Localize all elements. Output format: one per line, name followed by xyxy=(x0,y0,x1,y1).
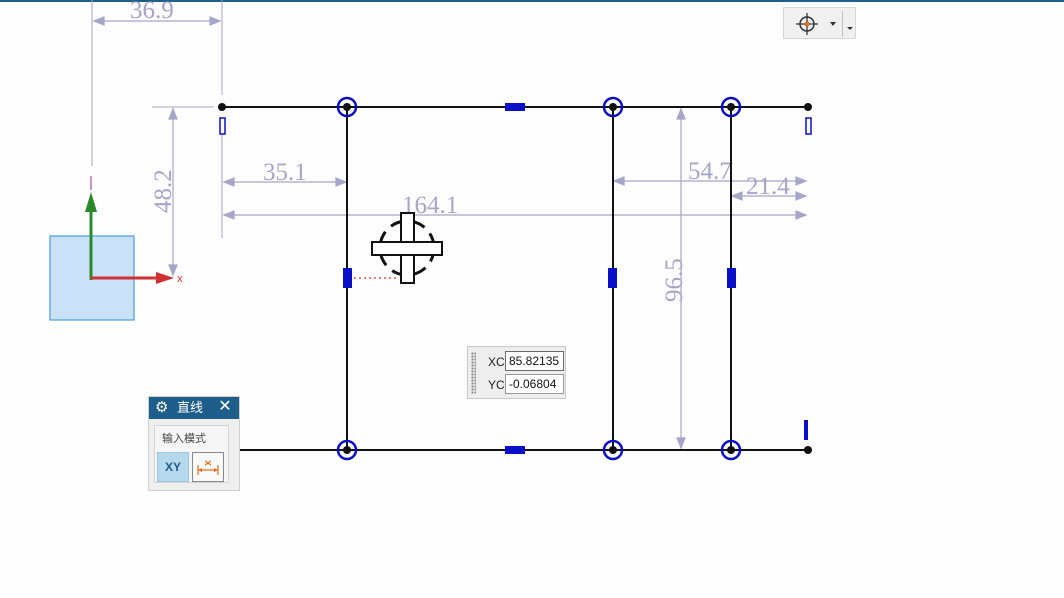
snap-point-button[interactable] xyxy=(790,11,840,37)
parameter-mode-button[interactable] xyxy=(192,452,224,482)
line-dialog: ⚙ 直线 ✕ 输入模式 XY xyxy=(148,396,240,491)
yc-input[interactable] xyxy=(505,374,564,394)
endpoint-constraints[interactable] xyxy=(219,117,812,135)
dimension-value[interactable]: 35.1 xyxy=(263,159,307,186)
endpoint[interactable] xyxy=(804,446,812,454)
endpoint[interactable] xyxy=(727,446,735,454)
dimension-value[interactable]: 54.7 xyxy=(688,158,732,185)
dimension-extensions xyxy=(91,0,805,451)
point-snap-icon xyxy=(796,13,836,35)
endpoint[interactable] xyxy=(727,103,735,111)
crosshair-cursor-icon xyxy=(371,212,443,284)
vertical-constraint-icon[interactable] xyxy=(805,117,812,135)
endpoint[interactable] xyxy=(218,103,226,111)
x-axis-label: x xyxy=(177,273,183,285)
coincident-constraint-icon[interactable] xyxy=(336,96,358,118)
input-mode-group: 输入模式 XY xyxy=(154,425,229,483)
endpoint[interactable] xyxy=(609,446,617,454)
horizontal-constraint-icon[interactable] xyxy=(505,103,525,111)
yc-label: YC xyxy=(488,378,505,392)
xc-label: XC xyxy=(488,355,505,369)
datum-csys[interactable]: x xyxy=(49,176,183,321)
dimension-lines xyxy=(92,16,808,450)
dialog-title: 直线 xyxy=(177,400,204,415)
input-mode-label: 输入模式 xyxy=(162,433,206,445)
dimension-value[interactable]: 48.2 xyxy=(150,169,177,213)
endpoint[interactable] xyxy=(804,103,812,111)
endpoint[interactable] xyxy=(343,103,351,111)
snap-point-toolbar xyxy=(783,7,856,39)
coincident-constraint-icon[interactable] xyxy=(602,439,624,461)
endpoint[interactable] xyxy=(609,103,617,111)
dimension-value[interactable]: 96.5 xyxy=(661,258,688,302)
vertical-constraint-icon[interactable] xyxy=(343,268,352,288)
coincident-constraint-icon[interactable] xyxy=(336,439,358,461)
gear-icon[interactable]: ⚙ xyxy=(155,399,169,416)
coincident-constraint-icon[interactable] xyxy=(602,96,624,118)
coincident-constraint-icon[interactable] xyxy=(720,439,742,461)
orientation-constraints[interactable] xyxy=(343,103,808,454)
coincident-constraints[interactable] xyxy=(336,96,742,461)
vertical-constraint-icon[interactable] xyxy=(804,420,808,440)
y-axis-arrow xyxy=(85,192,97,212)
vertical-constraint-icon[interactable] xyxy=(608,268,617,288)
horizontal-constraint-icon[interactable] xyxy=(505,446,525,454)
drag-handle[interactable] xyxy=(471,352,476,394)
vertical-constraint-icon[interactable] xyxy=(219,117,226,135)
dimension-value[interactable]: 36.9 xyxy=(130,0,174,24)
coincident-constraint-icon[interactable] xyxy=(720,96,742,118)
toolbar-separator xyxy=(842,11,843,37)
xc-input[interactable] xyxy=(505,351,564,371)
endpoint[interactable] xyxy=(343,446,351,454)
coordinate-input-panel: XC YC xyxy=(467,346,566,399)
dimension-values[interactable]: 36.9 48.2 35.1 164.1 54.7 21.4 96.5 xyxy=(130,0,790,302)
endpoints[interactable] xyxy=(218,103,812,454)
toolbar-dropdown-button[interactable] xyxy=(844,11,856,37)
xy-mode-button[interactable]: XY xyxy=(157,452,189,482)
x-axis-arrow xyxy=(156,272,174,284)
window-top-border xyxy=(0,0,1064,2)
dialog-title-bar[interactable]: ⚙ 直线 ✕ xyxy=(149,397,239,419)
close-icon[interactable]: ✕ xyxy=(218,398,232,415)
dimension-value[interactable]: 21.4 xyxy=(746,173,790,200)
vertical-constraint-icon[interactable] xyxy=(727,268,736,288)
chevron-down-icon xyxy=(847,27,853,30)
parameter-mode-icon xyxy=(197,460,219,475)
